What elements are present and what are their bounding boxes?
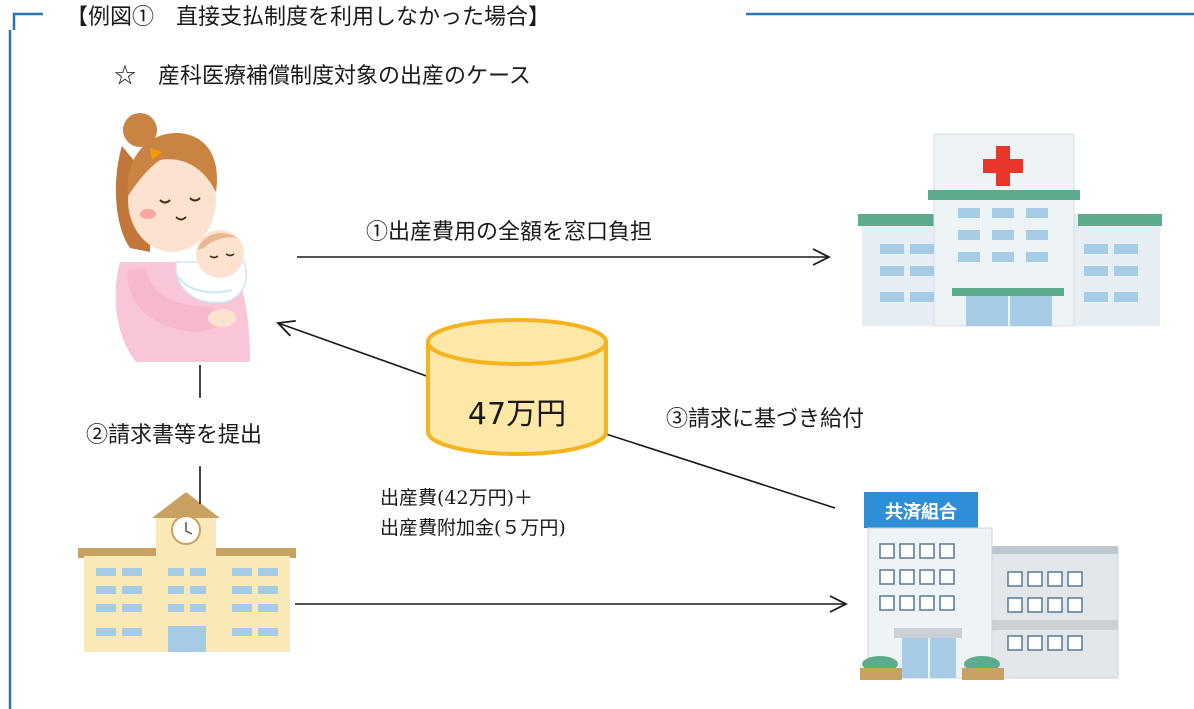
connectors	[199, 257, 846, 604]
arrow-payment-to-mother	[278, 323, 433, 379]
step2-label: ②請求書等を提出	[86, 423, 262, 448]
benefit-amount: 47万円	[468, 397, 566, 432]
union-sign-label: 共済組合	[885, 501, 958, 523]
benefit-breakdown-line2: 出産費附加金(５万円)	[380, 517, 566, 539]
hospital-icon	[858, 133, 1162, 327]
mother-with-baby-icon	[115, 113, 250, 362]
union-building-icon: 共済組合	[860, 492, 1119, 680]
step1-label: ①出産費用の全額を窓口負担	[366, 220, 652, 245]
frame-border	[8, 12, 1194, 709]
benefit-breakdown-line1: 出産費(42万円)＋	[380, 487, 533, 509]
case-subtitle: ☆ 産科医療補償制度対象の出産のケース	[114, 64, 531, 89]
line-union-to-payment	[605, 433, 836, 509]
school-office-icon	[78, 492, 296, 652]
figure-title: 【例図① 直接支払制度を利用しなかった場合】	[66, 5, 550, 30]
step3-label: ③請求に基づき給付	[666, 407, 864, 432]
benefit-cylinder: 47万円	[426, 318, 608, 456]
